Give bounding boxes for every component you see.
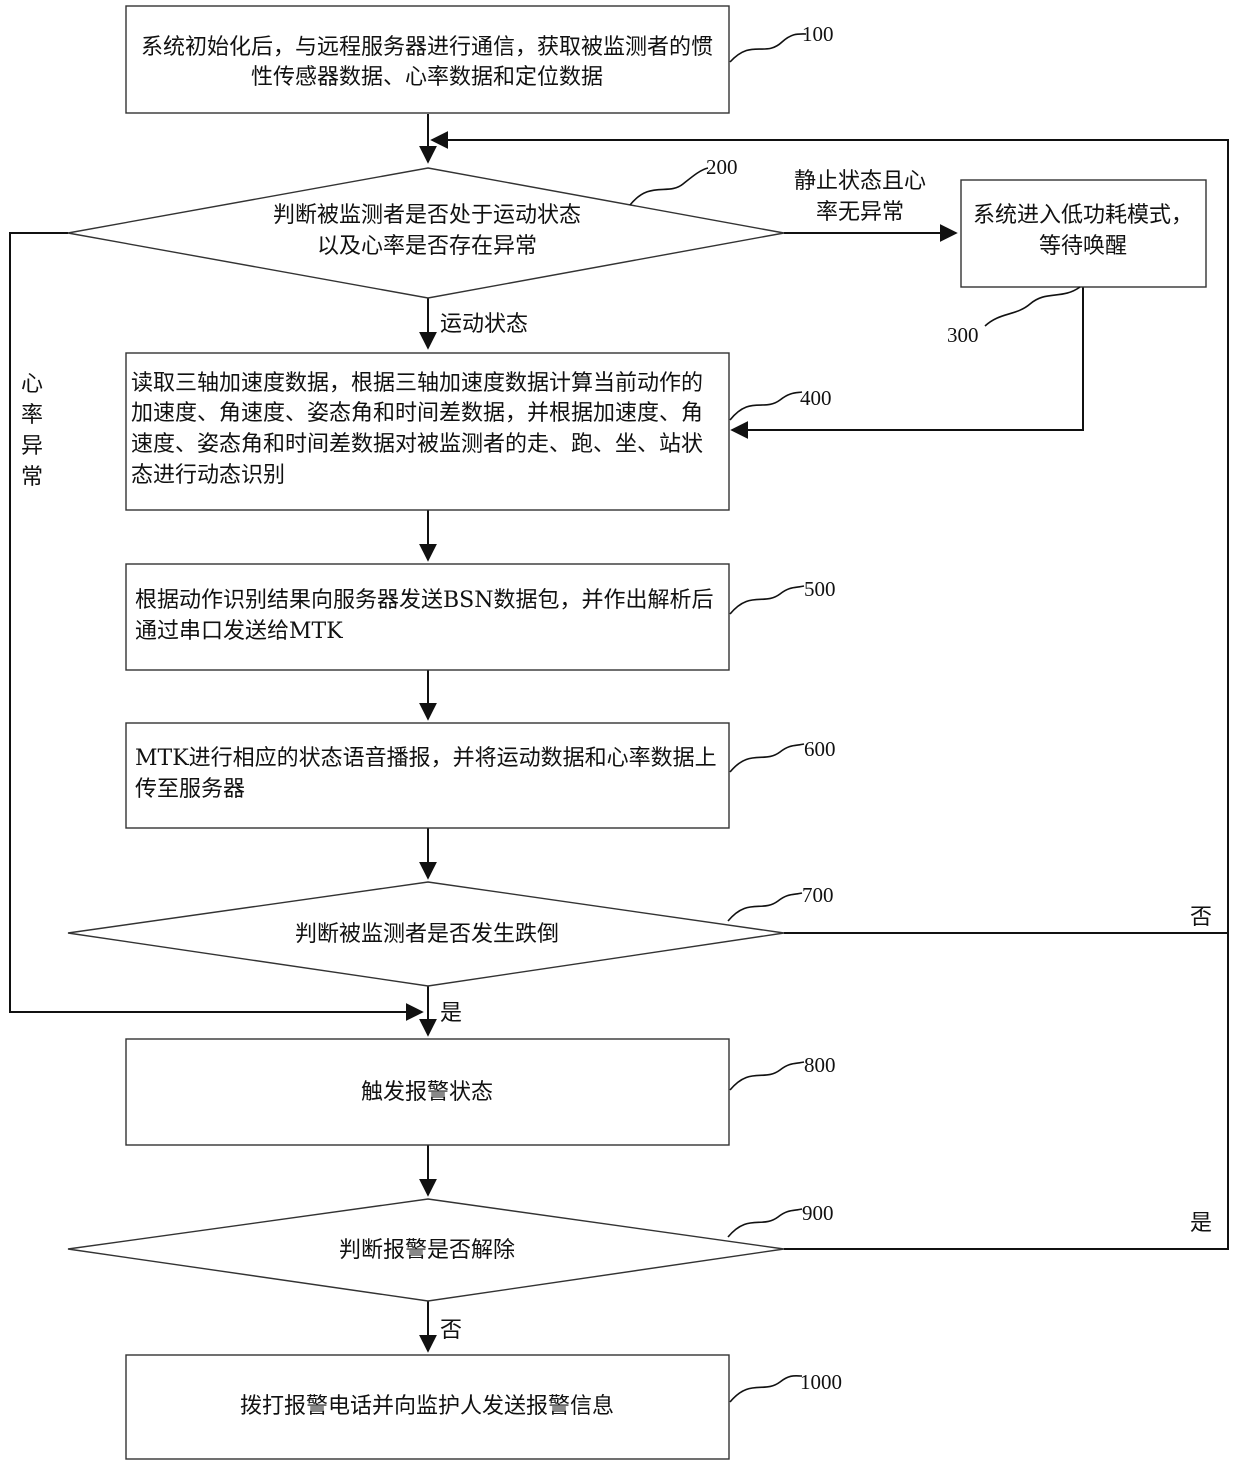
ref-900-squiggle xyxy=(728,1209,802,1237)
step-600-line2: 传至服务器 xyxy=(135,777,245,802)
label-fall-no: 否 xyxy=(1190,905,1212,930)
step-200-line1: 判断被监测者是否处于运动状态 xyxy=(273,203,581,228)
step-400: 读取三轴加速度数据，根据三轴加速度数据计算当前动作的 加速度、角速度、姿态角和时… xyxy=(126,353,729,510)
step-800: 触发报警状态 xyxy=(126,1039,729,1145)
step-200-line2: 以及心率是否存在异常 xyxy=(317,234,537,259)
step-500-line2: 通过串口发送给MTK xyxy=(135,619,343,644)
step-900-line1: 判断报警是否解除 xyxy=(339,1238,515,1263)
step-700: 判断被监测者是否发生跌倒 xyxy=(68,882,784,986)
step-100: 系统初始化后，与远程服务器进行通信，获取被监测者的惯 性传感器数据、心率数据和定… xyxy=(126,6,729,113)
label-fall-yes: 是 xyxy=(440,1001,462,1026)
step-600: MTK进行相应的状态语音播报，并将运动数据和心率数据上 传至服务器 xyxy=(126,723,729,828)
step-600-box xyxy=(126,723,729,828)
label-static-line2: 率无异常 xyxy=(816,200,904,225)
ref-500-squiggle xyxy=(730,586,804,614)
step-800-line1: 触发报警状态 xyxy=(361,1080,493,1105)
step-500-line1: 根据动作识别结果向服务器发送BSN数据包，并作出解析后 xyxy=(135,588,714,613)
step-300-line2: 等待唤醒 xyxy=(1039,234,1127,259)
ref-500-number: 500 xyxy=(804,577,836,601)
step-400-line1: 读取三轴加速度数据，根据三轴加速度数据计算当前动作的 xyxy=(131,371,703,396)
label-static-line1: 静止状态且心 xyxy=(794,169,926,194)
label-hr-char2: 率 xyxy=(21,403,43,428)
ref-400-squiggle xyxy=(730,392,802,420)
step-700-line1: 判断被监测者是否发生跌倒 xyxy=(295,922,559,947)
ref-300-number: 300 xyxy=(947,323,979,347)
ref-700-squiggle xyxy=(728,893,802,921)
ref-800-squiggle xyxy=(730,1062,804,1090)
ref-600-number: 600 xyxy=(804,737,836,761)
ref-100-number: 100 xyxy=(802,22,834,46)
step-1000: 拨打报警电话并向监护人发送报警信息 xyxy=(126,1355,729,1459)
ref-1000-number: 1000 xyxy=(800,1370,842,1394)
label-release-no: 否 xyxy=(440,1318,462,1343)
step-400-line3: 速度、姿态角和时间差数据对被监测者的走、跑、坐、站状 xyxy=(131,432,703,457)
step-100-line2: 性传感器数据、心率数据和定位数据 xyxy=(251,65,603,90)
label-hr-char1: 心 xyxy=(21,372,43,397)
label-release-yes: 是 xyxy=(1190,1211,1212,1236)
ref-800-number: 800 xyxy=(804,1053,836,1077)
step-1000-line1: 拨打报警电话并向监护人发送报警信息 xyxy=(240,1394,614,1419)
step-300-line1: 系统进入低功耗模式， xyxy=(973,203,1193,228)
ref-1000-squiggle xyxy=(730,1376,802,1402)
label-moving: 运动状态 xyxy=(440,312,528,337)
edge-900-yes-loop xyxy=(784,933,1228,1249)
ref-300-squiggle xyxy=(985,287,1080,326)
ref-200-squiggle xyxy=(630,168,708,205)
ref-900-number: 900 xyxy=(802,1201,834,1225)
ref-100-squiggle xyxy=(730,34,806,62)
step-900: 判断报警是否解除 xyxy=(68,1199,784,1301)
step-500: 根据动作识别结果向服务器发送BSN数据包，并作出解析后 通过串口发送给MTK xyxy=(126,564,729,670)
ref-600-squiggle xyxy=(730,744,804,772)
step-400-line2: 加速度、角速度、姿态角和时间差数据，并根据加速度、角 xyxy=(131,401,703,426)
ref-200-number: 200 xyxy=(706,155,738,179)
step-600-line1: MTK进行相应的状态语音播报，并将运动数据和心率数据上 xyxy=(135,746,717,771)
step-400-line4: 态进行动态识别 xyxy=(131,463,285,488)
label-hr-char3: 异 xyxy=(21,434,43,459)
step-500-box xyxy=(126,564,729,670)
ref-400-number: 400 xyxy=(800,386,832,410)
edge-300-400 xyxy=(732,287,1083,430)
label-hr-char4: 常 xyxy=(21,465,43,490)
step-100-line1: 系统初始化后，与远程服务器进行通信，获取被监测者的惯 xyxy=(141,35,713,60)
ref-700-number: 700 xyxy=(802,883,834,907)
step-300: 系统进入低功耗模式， 等待唤醒 xyxy=(961,180,1206,287)
